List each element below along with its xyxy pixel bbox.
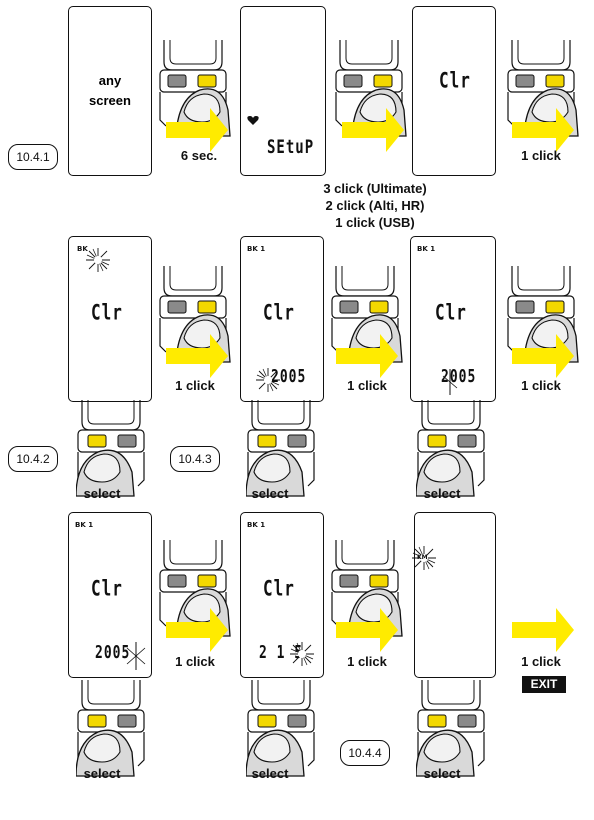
lcd-clr-text: Clr <box>91 575 123 601</box>
watch-screen-year-blink-left: BK 1 Clr 2005 <box>240 236 324 402</box>
select-label: select <box>423 766 461 781</box>
heart-icon <box>247 116 259 125</box>
select-label: select <box>423 486 461 501</box>
arrow-right-icon <box>336 334 398 378</box>
arrow-right-icon <box>512 108 574 152</box>
bk-indicator: BK 1 <box>75 521 94 529</box>
note-line-alti-hr: 2 click (Alti, HR) <box>325 198 425 213</box>
arrow-right-icon <box>336 608 398 652</box>
bk-indicator: BK 1 <box>247 521 266 529</box>
arrow-label-1-click: 1 click <box>521 148 561 163</box>
note-line-ultimate: 3 click (Ultimate) <box>323 181 427 196</box>
watch-screen-year-blink-last: BK 1 Clr 2 1 5 <box>240 512 324 678</box>
screen-label: screen <box>89 93 131 108</box>
bk-indicator: BK 1 <box>417 245 436 253</box>
arrow-right-icon <box>512 334 574 378</box>
arrow-right-icon <box>166 608 228 652</box>
arrow-right-icon <box>166 334 228 378</box>
watch-screen-clr: Clr <box>412 6 496 176</box>
lcd-clr-text: Clr <box>435 299 467 325</box>
lcd-clr-text: Clr <box>263 299 295 325</box>
lcd-setup-text: SEtuP <box>267 137 315 159</box>
select-label: select <box>83 486 121 501</box>
arrow-label-1-click: 1 click <box>175 378 215 393</box>
arrow-right-icon <box>166 108 228 152</box>
arrow-label-1-click: 1 click <box>175 654 215 669</box>
step-label-10-4-4: 10.4.4 <box>340 740 390 766</box>
lcd-year-text: 2005 <box>271 367 307 388</box>
arrow-label-6-sec: 6 sec. <box>180 148 218 163</box>
lcd-year-text: 2 1 5 <box>259 643 304 664</box>
bk-indicator: BK <box>77 245 88 253</box>
arrow-right-icon <box>512 608 574 652</box>
select-label: select <box>251 486 289 501</box>
device-press-left-button-icon <box>76 400 145 497</box>
device-press-left-button-icon <box>76 680 145 777</box>
arrow-label-1-click: 1 click <box>521 378 561 393</box>
select-label: select <box>83 766 121 781</box>
arrow-right-icon <box>342 108 404 152</box>
lcd-clr-text: Clr <box>91 299 123 325</box>
lcd-year-text: 2005 <box>95 643 131 664</box>
device-press-left-button-icon <box>246 400 315 497</box>
arrow-label-1-click: 1 click <box>347 378 387 393</box>
select-label: select <box>251 766 289 781</box>
device-press-left-button-icon <box>416 680 485 777</box>
watch-screen-bk-blinking: BK Clr <box>68 236 152 402</box>
watch-screen-year-blink-mid: BK 1 Clr 2005 <box>410 236 496 402</box>
watch-screen-year-set: BK 1 Clr 2005 <box>68 512 152 678</box>
step-label-10-4-2: 10.4.2 <box>8 446 58 472</box>
blink-indicator-icon <box>255 367 281 393</box>
bk-indicator: BK 1 <box>247 245 266 253</box>
blink-indicator-icon <box>85 247 111 273</box>
device-press-left-button-icon <box>416 400 485 497</box>
blink-indicator-icon <box>126 642 146 670</box>
device-press-left-button-icon <box>246 680 315 777</box>
blink-indicator-icon <box>289 641 315 667</box>
watch-screen-km: KM <box>411 512 496 678</box>
watch-screen-any: any screen <box>68 6 152 176</box>
note-line-usb: 1 click (USB) <box>335 215 415 230</box>
any-screen-text: any screen <box>69 71 151 111</box>
exit-badge: EXIT <box>522 676 566 693</box>
click-count-note: 3 click (Ultimate) 2 click (Alti, HR) 1 … <box>280 180 470 231</box>
km-unit-text: KM <box>417 554 428 561</box>
lcd-clr-text: Clr <box>439 67 471 93</box>
arrow-label-1-click: 1 click <box>521 654 561 669</box>
lcd-clr-text: Clr <box>263 575 295 601</box>
watch-screen-setup: SEtuP <box>240 6 326 176</box>
step-label-10-4-3: 10.4.3 <box>170 446 220 472</box>
step-label-10-4-1: 10.4.1 <box>8 144 58 170</box>
blink-indicator-icon <box>442 369 458 395</box>
arrow-label-1-click: 1 click <box>347 654 387 669</box>
any-label: any <box>98 73 122 88</box>
